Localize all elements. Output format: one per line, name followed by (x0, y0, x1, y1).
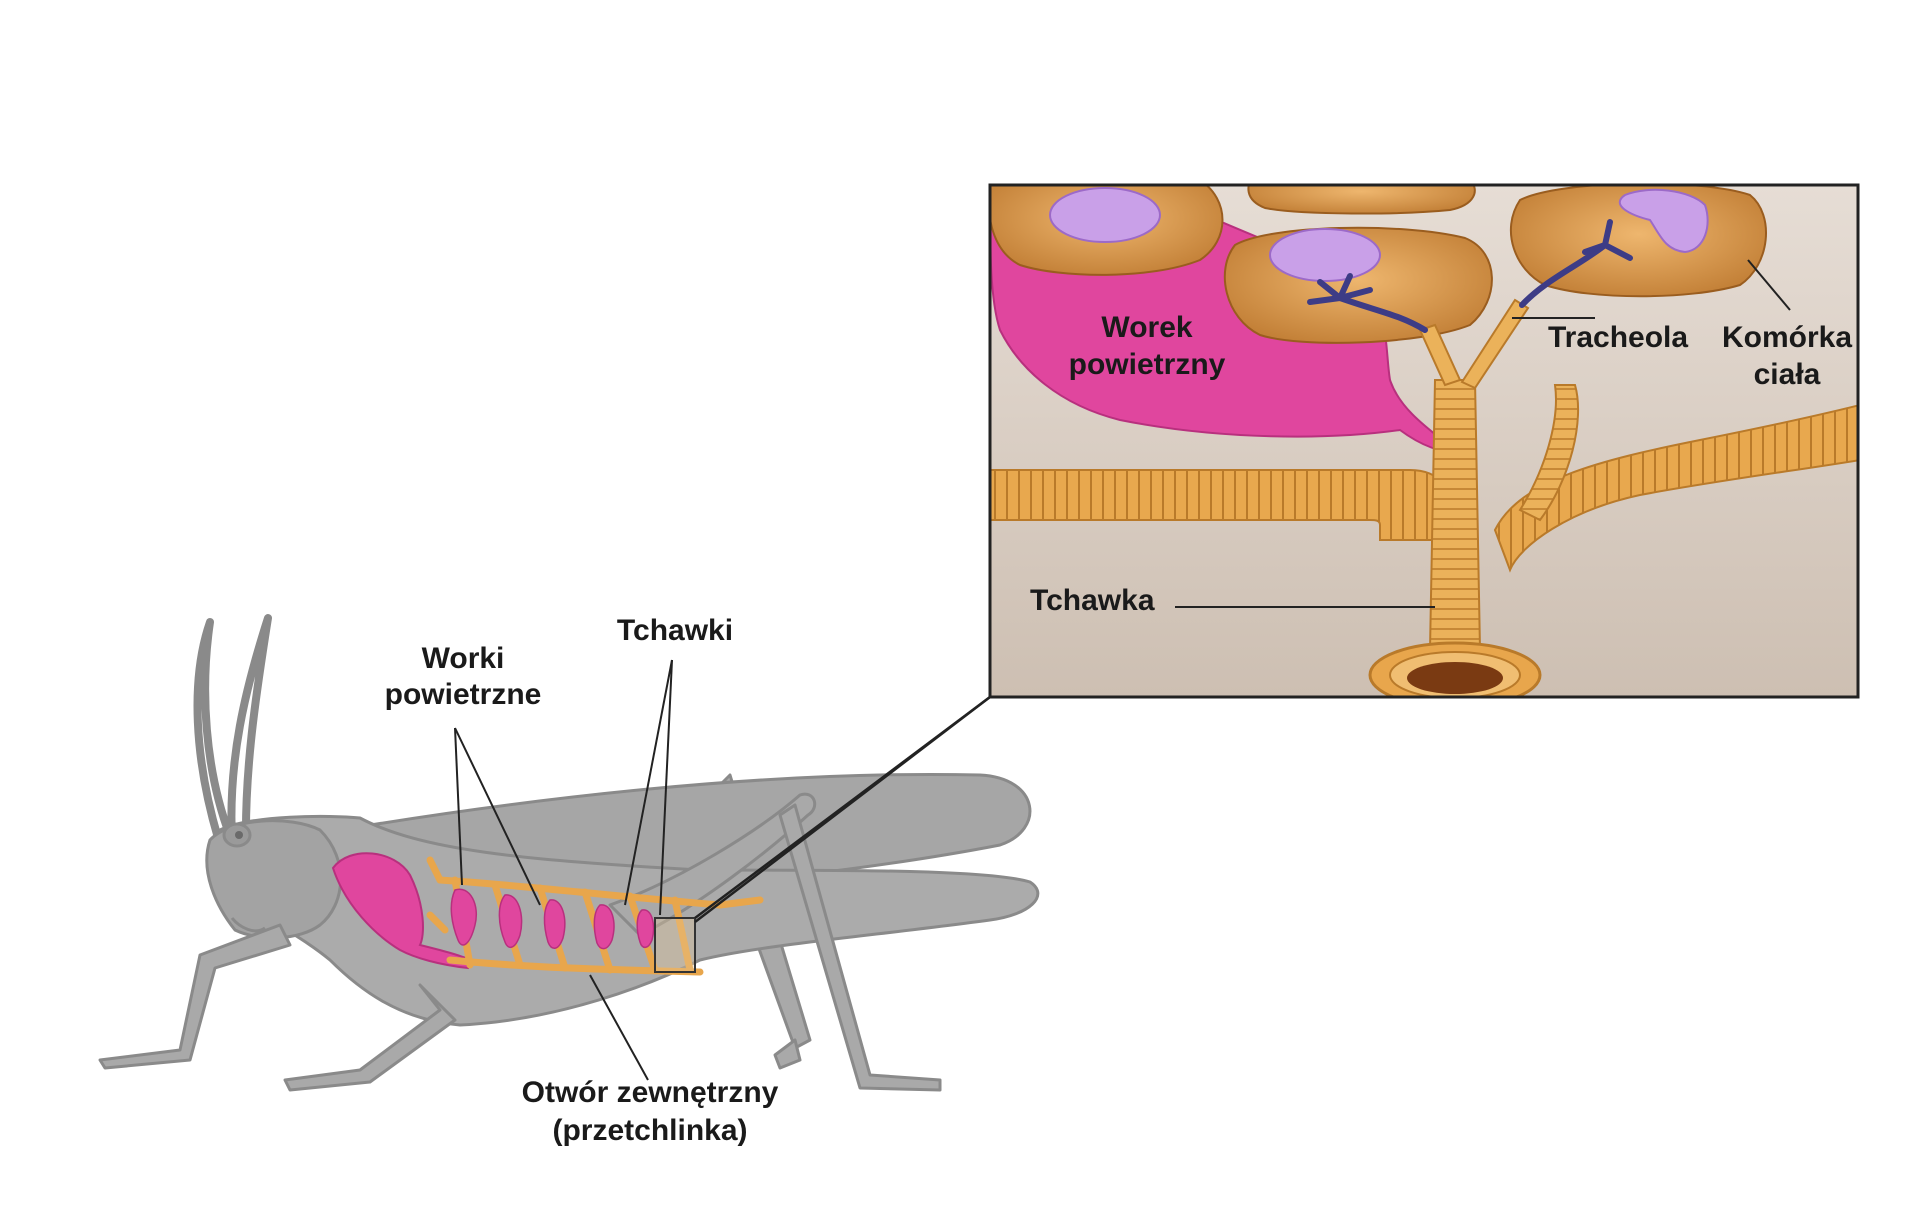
nucleus-2 (1269, 228, 1381, 282)
tracheole-right-branch (1582, 219, 1633, 261)
label-worek-line1: Worek (1101, 311, 1192, 344)
spiracle-opening (1407, 662, 1503, 694)
nucleus-1 (1049, 187, 1161, 243)
small-air-sac-1 (450, 888, 477, 946)
grasshopper (98, 614, 1040, 1092)
head (205, 819, 343, 940)
tube-front-2 (426, 911, 449, 934)
label-komorka-line2: ciała (1754, 358, 1821, 391)
inset-trachea-right (1493, 404, 1858, 573)
zoom-connector (694, 696, 991, 923)
inset-branch-right (1518, 384, 1580, 522)
label-worki-line2: powietrzne (385, 678, 542, 711)
small-air-sac-3 (543, 899, 566, 949)
inset-frame (988, 183, 1860, 699)
hind-leg-far-foot (773, 1038, 802, 1070)
small-air-sac-2 (498, 894, 523, 949)
tube-6 (671, 896, 694, 974)
label-otwor-line1: Otwór zewnętrzny (522, 1076, 779, 1109)
front-leg (98, 923, 292, 1070)
label-tchawka: Tchawka (1030, 584, 1155, 617)
middle-leg (283, 983, 457, 1092)
tracheole-left (1337, 295, 1428, 333)
mouthparts (230, 917, 266, 933)
leader-komorka (1747, 259, 1791, 311)
antenna-front (227, 614, 272, 846)
respiratory-system (331, 695, 991, 976)
antenna-back (193, 618, 234, 842)
label-tchawki: Tchawki (617, 614, 733, 647)
tracheole-right (1519, 242, 1608, 308)
magnified-region-box (654, 917, 696, 973)
label-worki-line1: Worki (422, 642, 505, 675)
inset-trachea-vertical (1428, 379, 1482, 651)
tracheole-left-branch (1307, 273, 1373, 305)
label-komorka-line1: Komórka (1722, 321, 1852, 354)
hind-leg-tibia (778, 803, 942, 1092)
nucleus-3 (1618, 188, 1709, 254)
small-air-sac-4 (593, 904, 615, 950)
label-tracheola: Tracheola (1548, 321, 1688, 354)
inset-branch-y-left (1418, 323, 1462, 387)
cell-top-middle (1247, 185, 1476, 215)
magnified-inset: Worek powietrzny Tracheola Komórka ciała… (988, 183, 1860, 699)
small-air-sac-5 (636, 909, 655, 949)
label-worek-line2: powietrzny (1069, 348, 1226, 381)
eye-pupil (235, 831, 243, 839)
tube-front (426, 856, 444, 884)
body-leader-lines (454, 659, 673, 1081)
large-air-sac (331, 852, 472, 970)
inset-branch-y-right (1460, 298, 1530, 390)
label-otwor-line2: (przetchlinka) (552, 1114, 747, 1147)
tube-back (716, 896, 764, 909)
